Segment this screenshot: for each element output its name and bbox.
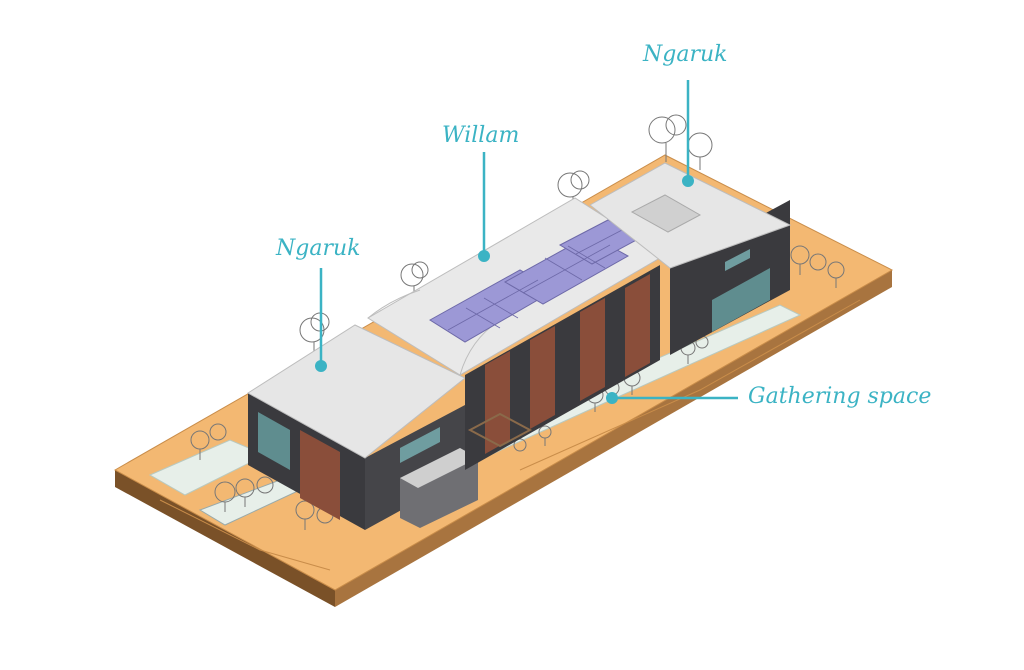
label-willam: Willam: [442, 123, 520, 148]
ngaruk-left-building: [247, 324, 478, 530]
willam-cladding-3: [580, 298, 605, 401]
pergola: [467, 412, 533, 448]
tree-icon: [190, 423, 227, 460]
site-slab-front: [115, 470, 335, 607]
ngaruk-left-window-2: [400, 427, 440, 463]
ngaruk-left-cladding: [300, 430, 340, 520]
solar-grid-lines: [447, 228, 625, 331]
callouts: [315, 80, 738, 404]
willam-front-wall: [465, 265, 660, 470]
ngaruk-right-front-wall: [670, 200, 790, 355]
site-contour-lines-2: [519, 299, 861, 471]
ngaruk-right-window-top: [725, 249, 750, 271]
label-ngaruk-right: Ngaruk: [643, 42, 728, 67]
ngaruk-right-building: [589, 162, 792, 355]
circle-dot-icon: [682, 175, 694, 187]
site-contour-lines: [159, 499, 331, 571]
circle-dot-icon: [606, 392, 618, 404]
willam-cladding-1: [485, 351, 510, 454]
skylight: [630, 194, 702, 233]
ngaruk-right-windows: [712, 268, 770, 332]
label-ngaruk-left: Ngaruk: [276, 236, 361, 261]
willam-cladding-2: [530, 326, 555, 429]
willam-cladding-4: [625, 274, 650, 377]
willam-building: [367, 197, 666, 470]
tree-icon: [648, 114, 713, 170]
tree-icon: [790, 245, 845, 288]
label-gathering-space: Gathering space: [748, 384, 932, 409]
ngaruk-left-window: [258, 412, 290, 470]
tree-icon: [513, 425, 552, 452]
annex-box: [400, 448, 478, 528]
circle-dot-icon: [315, 360, 327, 372]
site-slab-side: [335, 270, 892, 607]
circle-dot-icon: [478, 250, 490, 262]
tree-icon: [214, 476, 274, 512]
annex-box-top: [400, 448, 478, 488]
